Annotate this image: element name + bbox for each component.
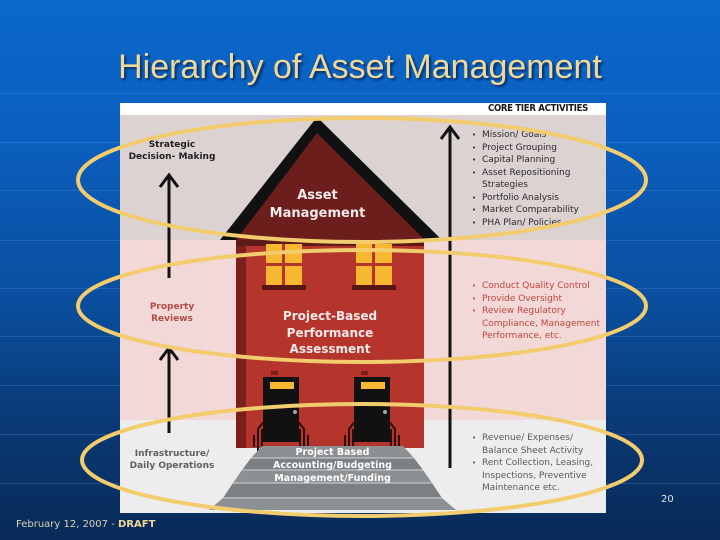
house-label-line: Management (269, 206, 366, 221)
house-label-performance-assessment: Project-Based Performance Assessment (256, 308, 404, 358)
tier-label-line: Reviews (151, 314, 193, 324)
door-left (263, 371, 299, 442)
activity-item: Portfolio Analysis (472, 192, 604, 205)
activity-item: Asset Repositioning Strategies (472, 167, 604, 192)
upward-arrow-icon (158, 172, 180, 278)
slide-title: Hierarchy of Asset Management (118, 48, 602, 86)
window-right (352, 244, 396, 290)
house-label-accounting: Project Based Accounting/Budgeting Manag… (250, 446, 415, 485)
activities-list-strategic: Mission/ Goals Project Grouping Capital … (472, 129, 604, 229)
house-label-line: Project Based (295, 447, 370, 458)
activity-item: Review Regulatory Compliance, Management… (472, 305, 604, 343)
background-line (0, 93, 720, 94)
house-label-line: Assessment (289, 342, 371, 356)
activity-item: Market Comparability (472, 204, 604, 217)
tier-label-property: Property Reviews (126, 301, 218, 325)
activity-item: Capital Planning (472, 154, 604, 167)
footer-date: February 12, 2007 - (16, 519, 118, 530)
footer-draft-label: DRAFT (118, 519, 156, 530)
upward-arrow-icon (158, 345, 180, 433)
activity-item: PHA Plan/ Policies (472, 217, 604, 230)
house-label-line: Performance (286, 325, 374, 340)
activity-item: Project Grouping (472, 142, 604, 155)
tier-label-strategic: Strategic Decision- Making (126, 139, 218, 163)
tier-label-line: Property (149, 302, 195, 312)
activity-item: Revenue/ Expenses/ Balance Sheet Activit… (472, 432, 598, 457)
activity-item: Rent Collection, Leasing, Inspections, P… (472, 457, 598, 495)
house-label-line: Management/Funding (274, 473, 391, 484)
tier-label-line: Infrastructure/ (134, 449, 210, 459)
core-tier-activities-heading: CORE TIER ACTIVITIES (487, 103, 588, 114)
house-label-line: Accounting/Budgeting (273, 460, 392, 471)
door-right (354, 371, 390, 442)
hierarchy-diagram: CORE TIER ACTIVITIES (120, 103, 606, 513)
tier-label-line: Daily Operations (129, 461, 215, 471)
activity-item: Provide Oversight (472, 293, 604, 306)
upward-arrow-icon (439, 124, 461, 468)
activity-item: Mission/ Goals (472, 129, 604, 142)
window-left (262, 244, 306, 290)
page-number: 20 (661, 494, 674, 505)
tier-label-line: Decision- Making (128, 152, 216, 162)
activity-item: Conduct Quality Control (472, 280, 604, 293)
activities-list-operations: Revenue/ Expenses/ Balance Sheet Activit… (472, 432, 598, 495)
activities-list-property: Conduct Quality Control Provide Oversigh… (472, 280, 604, 343)
house-label-line: Asset (297, 188, 338, 203)
house-label-line: Project-Based (282, 309, 378, 323)
tier-label-operations: Infrastructure/ Daily Operations (126, 448, 218, 472)
diagram-header: CORE TIER ACTIVITIES (120, 103, 606, 115)
footer: February 12, 2007 - DRAFT (16, 519, 155, 530)
house-label-asset-management: Asset Management (260, 187, 375, 223)
tier-label-line: Strategic (148, 140, 196, 150)
